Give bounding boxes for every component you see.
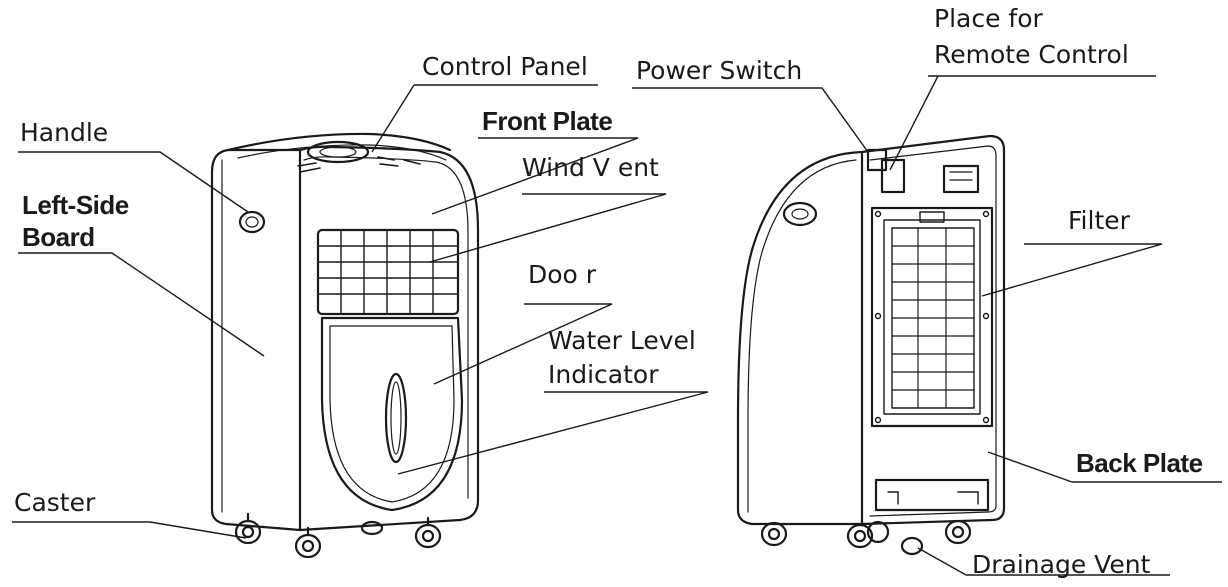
- drainage-vent-box: [874, 478, 990, 512]
- label-water-level-line2: Indicator: [548, 360, 659, 389]
- back-casters: [760, 519, 972, 549]
- left-side-board-outline: [210, 148, 302, 532]
- label-remote-place-line1: Place for: [934, 4, 1043, 33]
- top-outline: [226, 132, 452, 152]
- back-side-outline: [736, 150, 864, 526]
- leader-lines: [12, 75, 1222, 576]
- back-handle-recess: [782, 201, 818, 227]
- label-front-plate: Front Plate: [482, 106, 613, 136]
- label-water-level-line1: Water Level: [548, 326, 696, 355]
- label-power-switch: Power Switch: [636, 56, 803, 85]
- front-unit: [210, 132, 480, 559]
- label-drainage-vent: Drainage Vent: [972, 550, 1151, 579]
- water-level-window: [384, 372, 408, 464]
- back-unit: [736, 134, 1006, 556]
- front-plate-outline: [298, 145, 480, 532]
- label-remote-place-line2: Remote Control: [934, 40, 1129, 69]
- remote-holder: [880, 158, 906, 194]
- wind-vent-grille: [316, 228, 460, 316]
- control-panel-dial: [306, 140, 370, 164]
- label-back-plate: Back Plate: [1076, 448, 1203, 478]
- label-left-side-line1: Left-Side: [22, 190, 129, 220]
- front-casters: [234, 512, 442, 559]
- label-wind-vent: Wind V ent: [522, 153, 659, 182]
- back-plate-outline: [860, 134, 1006, 526]
- label-control-panel: Control Panel: [422, 52, 588, 81]
- label-filter: Filter: [1068, 206, 1130, 235]
- label-caster: Caster: [14, 488, 96, 517]
- door-outline: [320, 316, 464, 512]
- label-handle: Handle: [20, 118, 109, 147]
- handle-recess: [238, 210, 266, 234]
- filter-frame: [870, 206, 994, 428]
- label-door: Doo r: [528, 260, 597, 289]
- label-left-side-line2: Board: [22, 222, 95, 252]
